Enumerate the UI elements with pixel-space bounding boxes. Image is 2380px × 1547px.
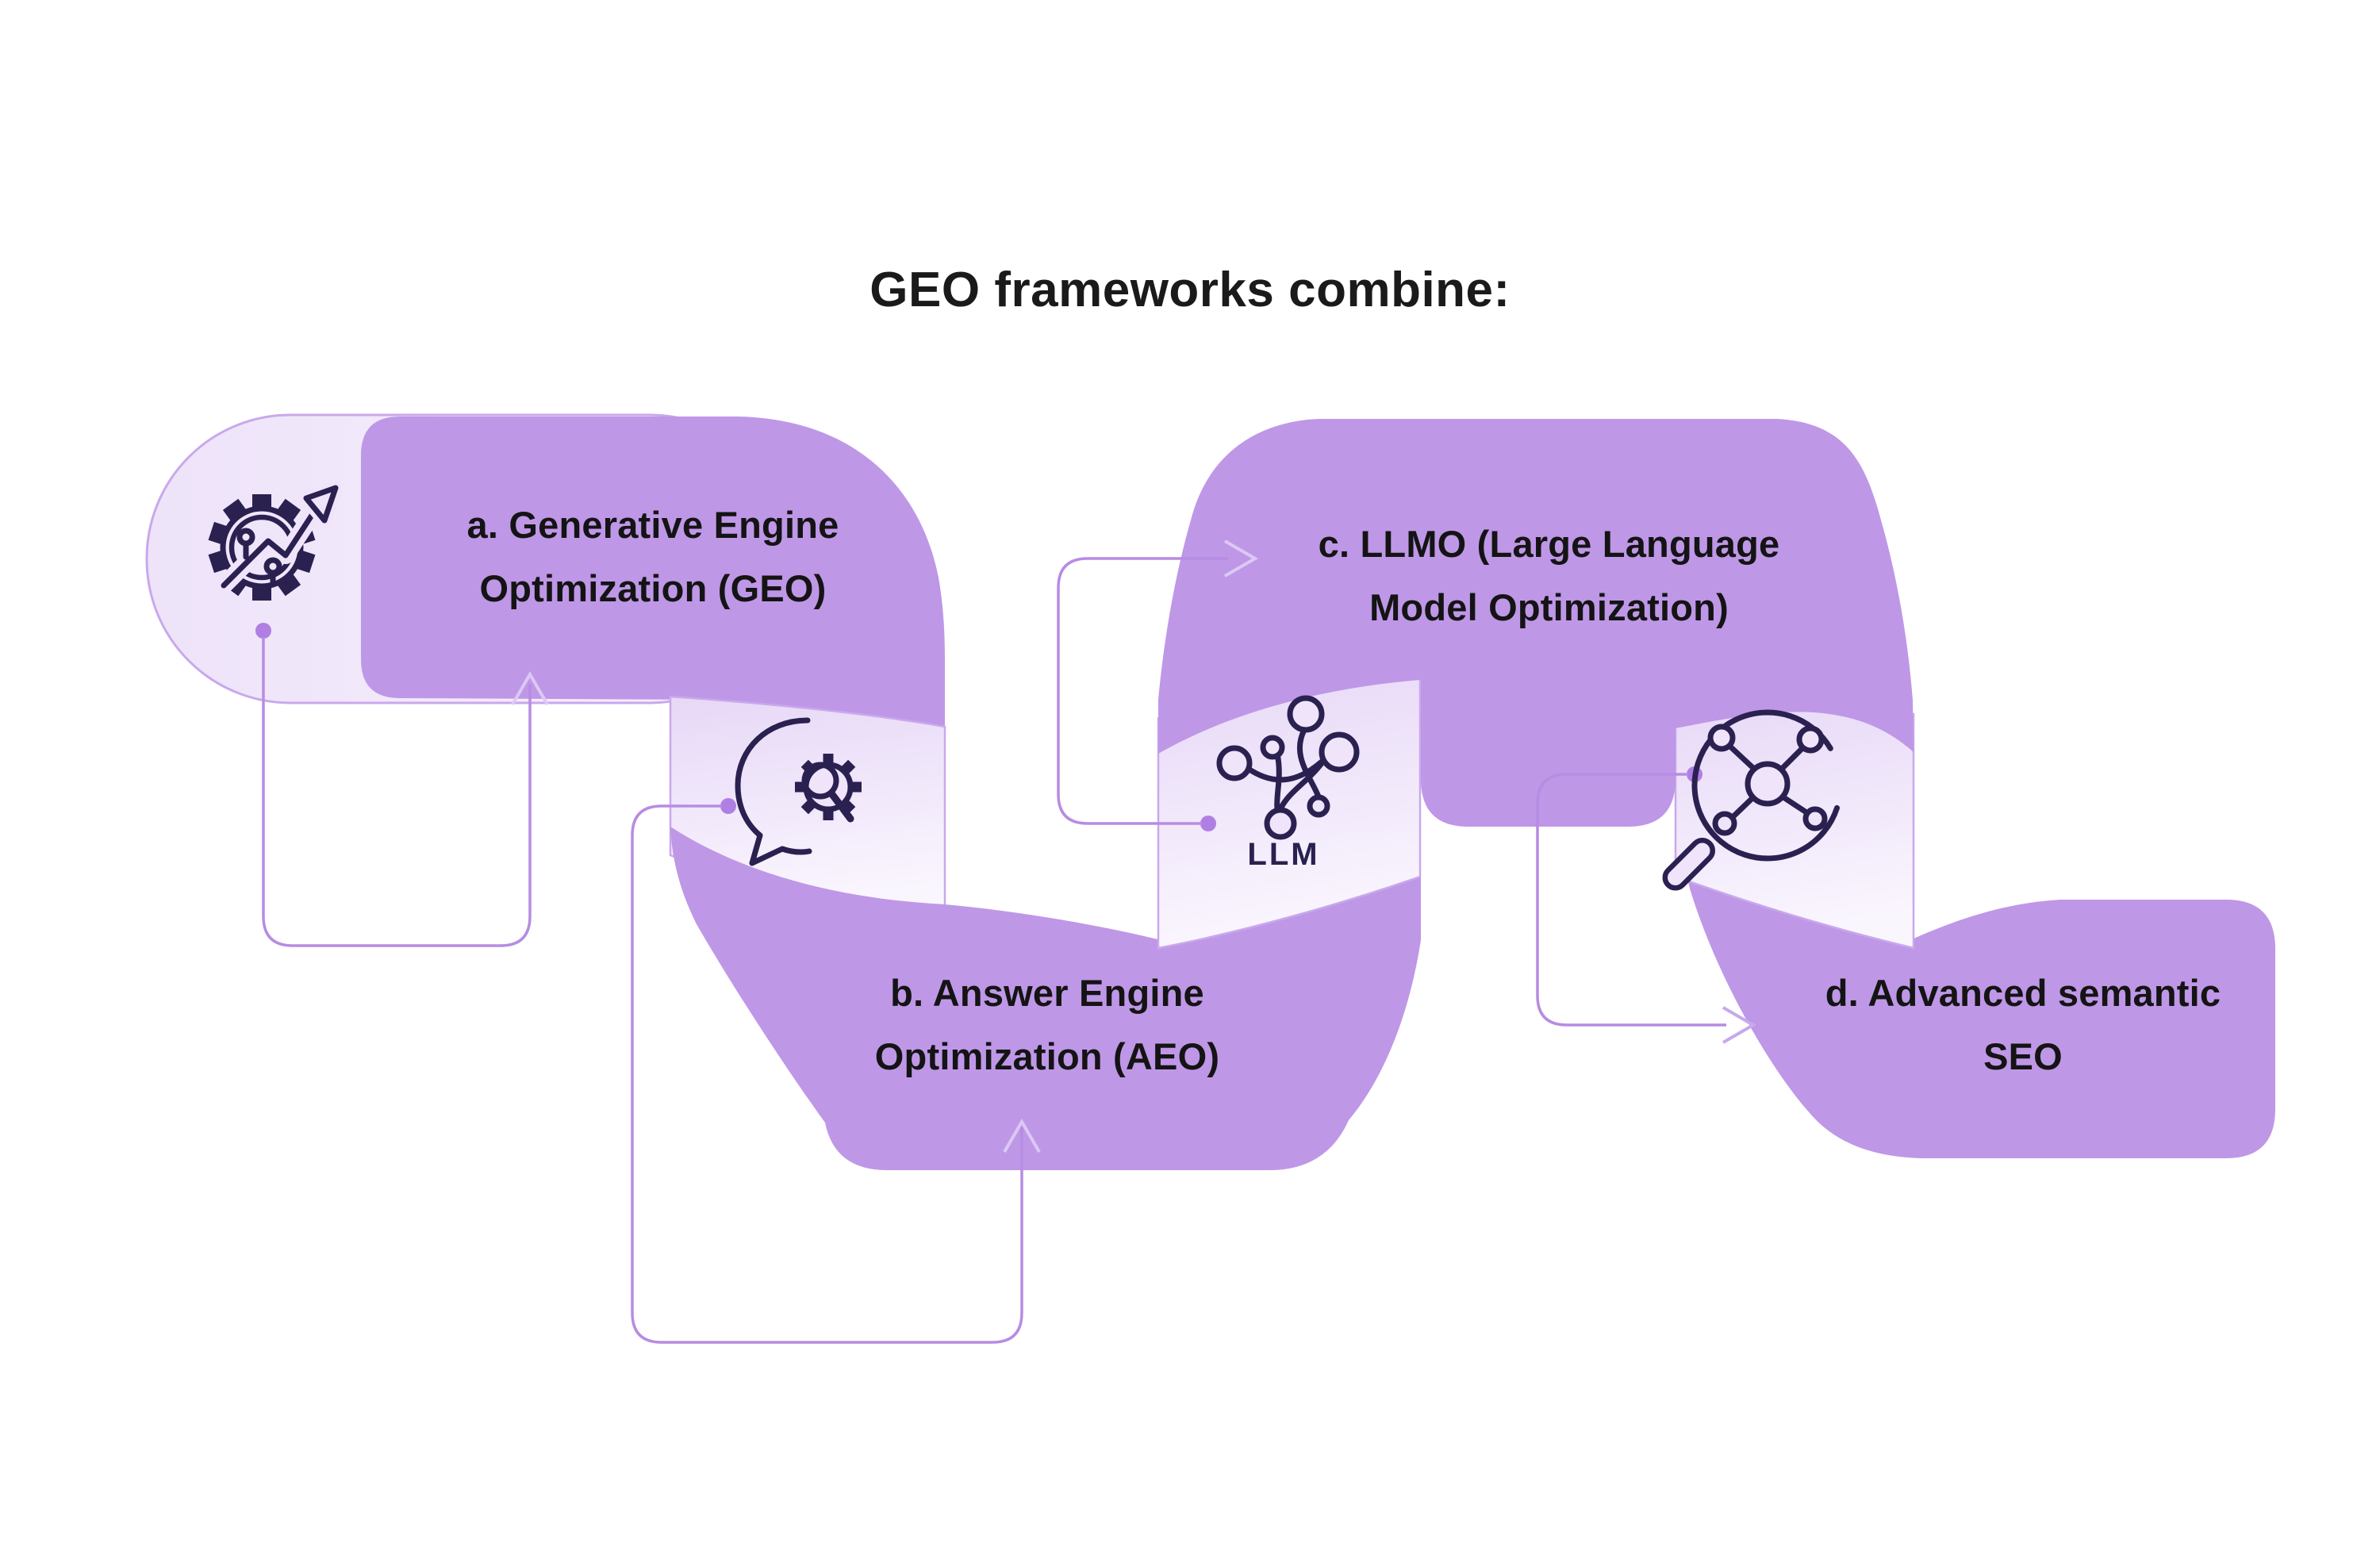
segment-c-line2: Model Optimization) — [1369, 586, 1729, 628]
connector-a — [255, 623, 549, 947]
connector-a-dot — [255, 623, 271, 639]
ribbon-segment-b — [670, 827, 1421, 1170]
segment-a-line2: Optimization (GEO) — [479, 567, 827, 609]
connector-d-arrow-icon — [1722, 1006, 1756, 1044]
llm-label: LLM — [1247, 837, 1319, 872]
connector-c-dot — [1200, 816, 1216, 831]
gear-growth-icon — [208, 481, 343, 601]
ribbon-segment-a — [361, 416, 945, 903]
segment-d-line1: d. Advanced semantic — [1825, 972, 2221, 1014]
segment-b-line2: Optimization (AEO) — [874, 1035, 1220, 1077]
segment-c-line1: c. LLMO (Large Language — [1318, 523, 1780, 565]
segment-b-line1: b. Answer Engine — [890, 972, 1204, 1014]
llm-network-icon: LLM — [1216, 695, 1360, 872]
segment-a-line1: a. Generative Engine — [466, 504, 839, 546]
connector-b — [631, 798, 1041, 1344]
page-title: GEO frameworks combine: — [869, 263, 1511, 317]
chat-gear-search-icon — [735, 717, 862, 866]
connector-b-dot — [720, 798, 736, 814]
segment-b-label: b. Answer Engine Optimization (AEO) — [714, 962, 1380, 1088]
connector-a-arrow-icon — [511, 671, 549, 706]
segment-a-label: a. Generative Engine Optimization (GEO) — [359, 493, 946, 620]
connector-c — [1057, 539, 1258, 831]
segment-d-line2: SEO — [1983, 1035, 2063, 1077]
connector-c-arrow-icon — [1223, 539, 1258, 578]
ribbon-segment-c — [1158, 419, 1914, 827]
search-molecule-icon — [1662, 709, 1844, 891]
segment-d-label: d. Advanced semantic SEO — [1753, 962, 2293, 1088]
connector-b-arrow-icon — [1003, 1119, 1041, 1154]
segment-c-label: c. LLMO (Large Language Model Optimizati… — [1214, 512, 1884, 639]
